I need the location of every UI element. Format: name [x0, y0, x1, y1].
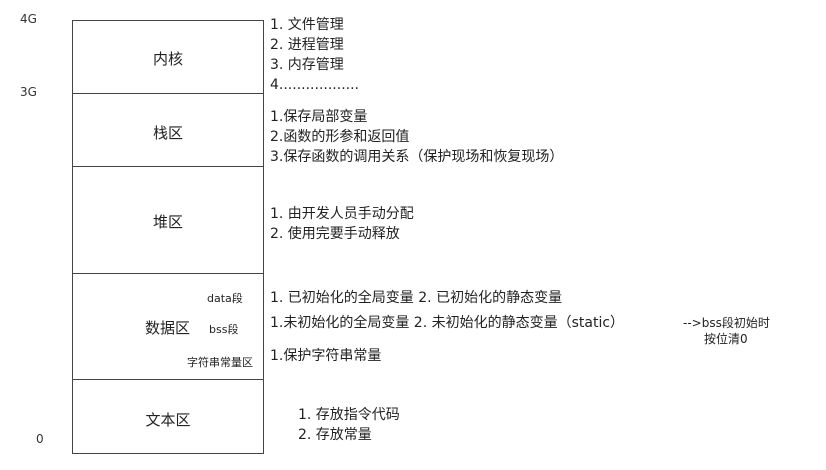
text-segment-label: 文本区 [145, 411, 191, 429]
string-constant-subsegment-label: 字符串常量区 [187, 356, 253, 369]
bss-subsegment-label: bss段 [209, 323, 239, 336]
text-note: 2. 存放常量 [298, 427, 372, 443]
heap-notes: 1. 由开发人员手动分配 2. 使用完要手动释放 [270, 204, 414, 244]
text-segment: 文本区 [72, 379, 264, 454]
text-note: 1. 存放指令代码 [298, 407, 400, 423]
axis-label-0: 0 [36, 432, 44, 446]
string-constant-note: 1.保护字符串常量 [270, 348, 382, 364]
data-note: 1. 已初始化的全局变量 2. 已初始化的静态变量 [270, 290, 563, 306]
stack-note: 2.函数的形参和返回值 [270, 129, 410, 145]
kernel-note: 3. 内存管理 [270, 57, 344, 73]
axis-label-4g: 4G [20, 12, 37, 26]
kernel-note: 4.................. [270, 77, 360, 93]
bss-side-note: 按位清0 [704, 332, 748, 346]
kernel-segment-label: 内核 [152, 50, 183, 68]
bss-note: 1.未初始化的全局变量 2. 未初始化的静态变量（static） [270, 315, 625, 331]
heap-segment: 堆区 [72, 166, 264, 274]
kernel-note: 1. 文件管理 [270, 17, 344, 33]
heap-segment-label: 堆区 [152, 213, 183, 231]
heap-note: 2. 使用完要手动释放 [270, 226, 400, 242]
axis-label-3g: 3G [20, 85, 37, 99]
stack-segment: 栈区 [72, 93, 264, 167]
stack-note: 3.保存函数的调用关系（保护现场和恢复现场） [270, 149, 564, 165]
stack-segment-label: 栈区 [152, 124, 183, 142]
kernel-note: 2. 进程管理 [270, 37, 344, 53]
kernel-segment: 内核 [72, 20, 264, 94]
bss-side-note: -->bss段初始时 [683, 316, 770, 330]
kernel-notes: 1. 文件管理 2. 进程管理 3. 内存管理 4...............… [270, 15, 359, 95]
stack-notes: 1.保存局部变量 2.函数的形参和返回值 3.保存函数的调用关系（保护现场和恢复… [270, 107, 563, 167]
data-segment: 数据区 data段 bss段 字符串常量区 [72, 273, 264, 380]
stack-note: 1.保存局部变量 [270, 109, 368, 125]
heap-note: 1. 由开发人员手动分配 [270, 206, 414, 222]
text-notes: 1. 存放指令代码 2. 存放常量 [298, 405, 400, 445]
data-subsegment-label: data段 [207, 292, 243, 305]
data-segment-label: 数据区 [145, 319, 191, 337]
